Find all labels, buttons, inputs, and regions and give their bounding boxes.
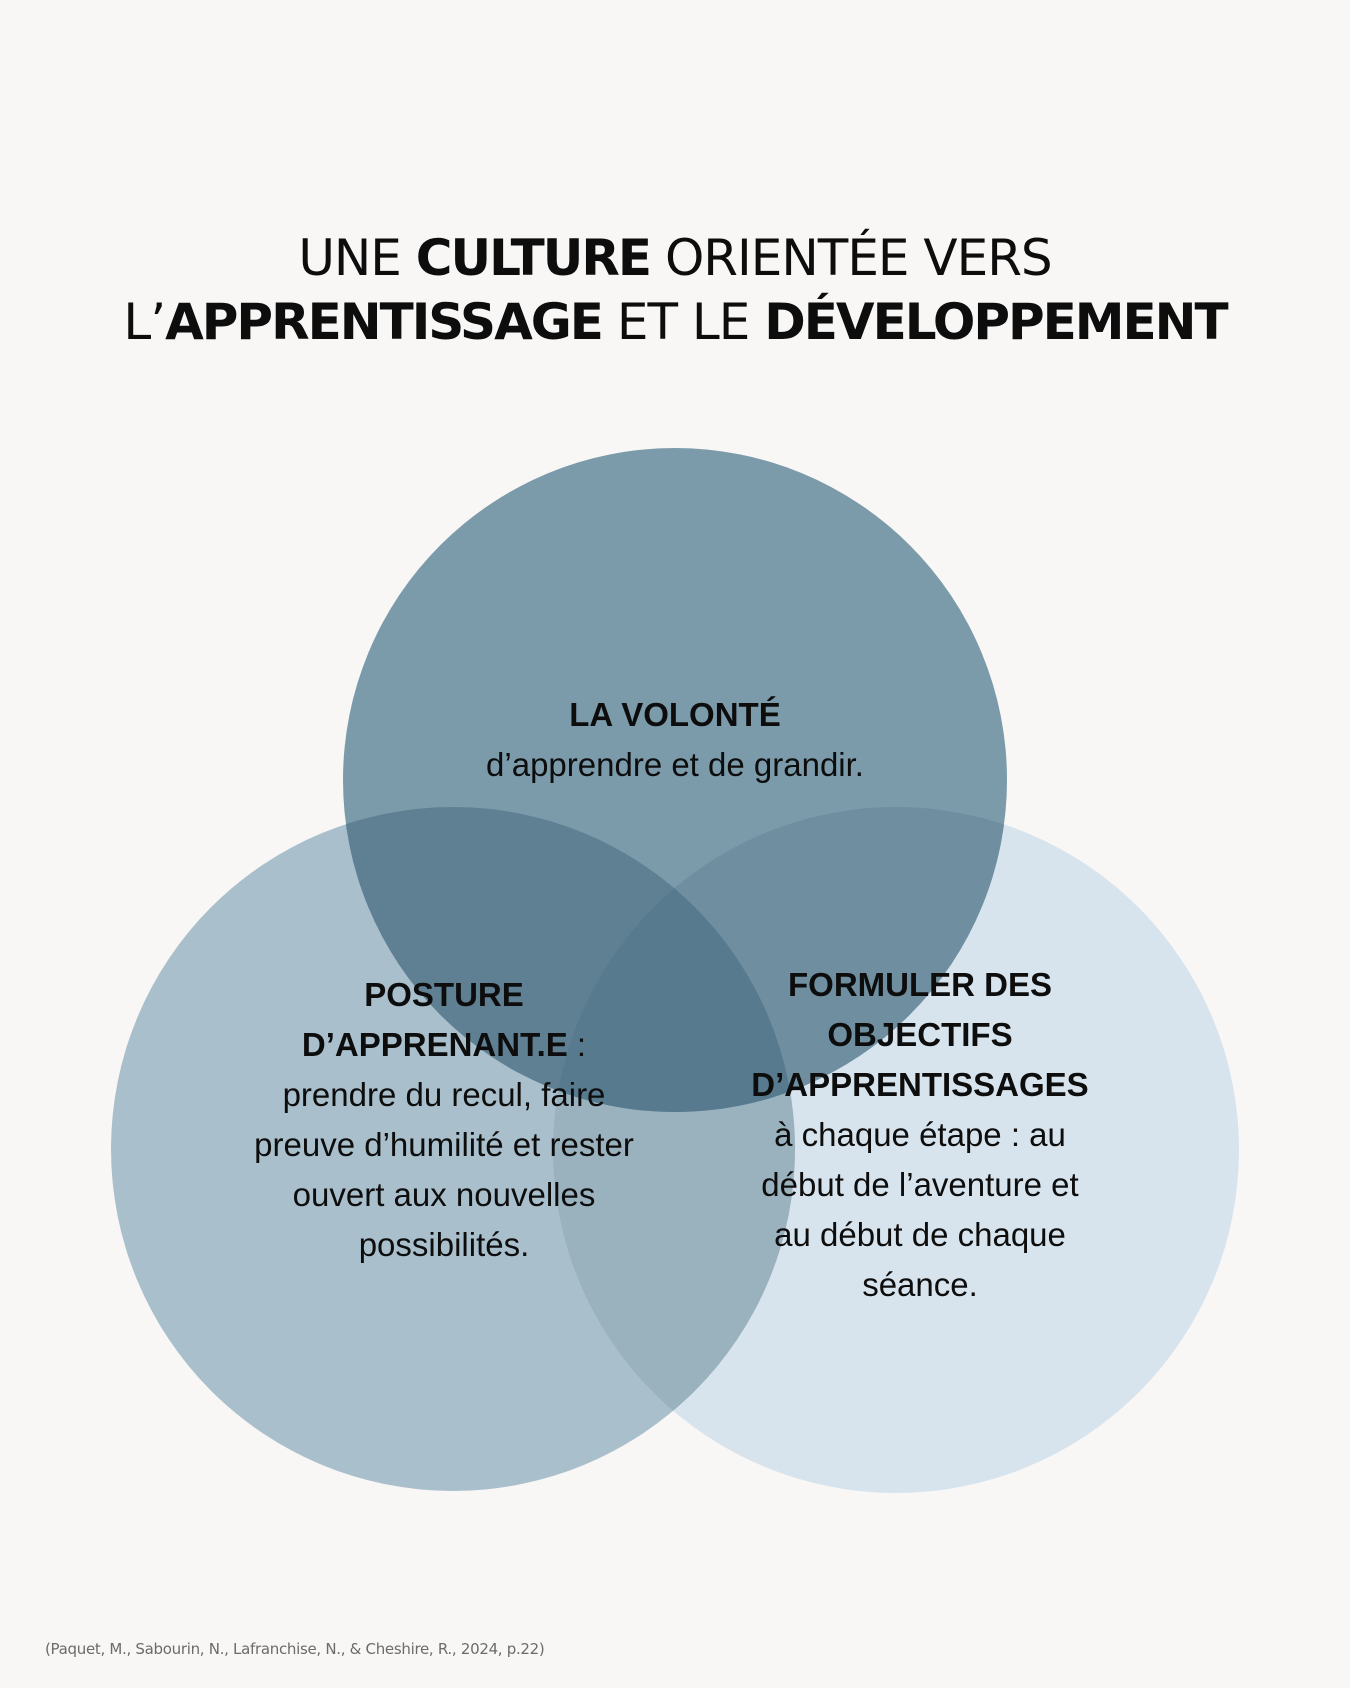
left-circle-heading-line2-wrap: D’APPRENANT.E :: [214, 1020, 674, 1070]
right-circle-body-line: à chaque étape : au: [774, 1116, 1066, 1153]
left-circle-body-line: possibilités.: [358, 1226, 530, 1263]
right-circle-label: FORMULER DES OBJECTIFS D’APPRENTISSAGES …: [715, 960, 1125, 1310]
left-circle-heading-suffix: :: [567, 1026, 587, 1063]
citation: (Paquet, M., Sabourin, N., Lafranchise, …: [45, 1640, 545, 1658]
title-line-1: UNE CULTURE ORIENTÉE VERS: [0, 226, 1350, 290]
right-circle-heading-line: D’APPRENTISSAGES: [751, 1066, 1089, 1103]
left-circle-body-line: preuve d’humilité et rester: [254, 1126, 634, 1163]
page-title: UNE CULTURE ORIENTÉE VERS L’APPRENTISSAG…: [0, 226, 1350, 354]
top-circle-body: d’apprendre et de grandir.: [486, 746, 864, 783]
left-circle-body-line: ouvert aux nouvelles: [292, 1176, 596, 1213]
left-circle-heading-line1: POSTURE: [364, 976, 524, 1013]
right-circle-body-line: début de l’aventure et: [761, 1166, 1079, 1203]
title-segment: ORIENTÉE VERS: [650, 229, 1053, 287]
right-circle-body-line: séance.: [862, 1266, 978, 1303]
left-circle-heading-line2: D’APPRENANT.E: [301, 1026, 568, 1063]
title-segment-bold: APPRENTISSAGE: [165, 293, 604, 351]
title-line-2: L’APPRENTISSAGE ET LE DÉVELOPPEMENT: [0, 290, 1350, 354]
right-circle-body-line: au début de chaque: [774, 1216, 1066, 1253]
right-circle-heading-line: FORMULER DES: [788, 966, 1052, 1003]
title-segment: L’: [123, 293, 166, 351]
title-segment: UNE: [298, 229, 416, 287]
title-segment: ET LE: [601, 293, 765, 351]
top-circle-label: LA VOLONTÉ d’apprendre et de grandir.: [430, 690, 920, 790]
center-overlap: [553, 807, 795, 1112]
title-segment-bold: DÉVELOPPEMENT: [764, 293, 1228, 351]
left-circle-label: POSTURE D’APPRENANT.E : prendre du recul…: [214, 970, 674, 1270]
top-circle-heading: LA VOLONTÉ: [569, 696, 781, 733]
right-circle-heading-line: OBJECTIFS: [827, 1016, 1013, 1053]
title-segment-bold: CULTURE: [415, 229, 652, 287]
left-circle-body-line: prendre du recul, faire: [282, 1076, 606, 1113]
